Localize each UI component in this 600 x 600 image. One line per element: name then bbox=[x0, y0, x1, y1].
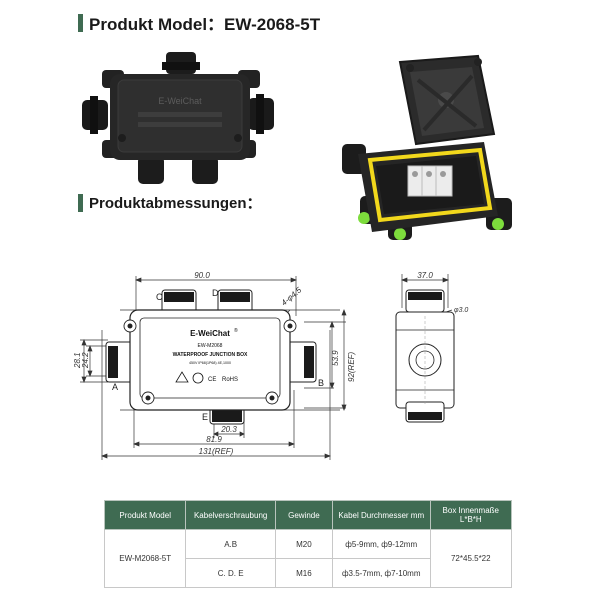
open-junction-box-photo bbox=[342, 54, 512, 240]
cert-circle-icon bbox=[192, 372, 204, 384]
cell-box: 72*45.5*22 bbox=[429, 529, 513, 588]
label-e: E bbox=[202, 412, 208, 422]
label-c: C bbox=[156, 292, 163, 302]
side-view-drawing: 37.0 φ3.0 bbox=[395, 271, 468, 423]
cell-thread: M16 bbox=[274, 558, 333, 588]
front-view-drawing: E-WeiChat ® EW-M2068 WATERPROOF JUNCTION… bbox=[73, 271, 356, 460]
cell-screw: C. D. E bbox=[185, 558, 276, 588]
dim-left-outer: 28.1 bbox=[73, 352, 82, 369]
table-row: C. D. E M16 ф3.5-7mm, ф7-10mm bbox=[105, 558, 512, 588]
ce-mark: CE bbox=[208, 377, 216, 383]
header-box: Box Innenmaße L*B*H bbox=[429, 500, 513, 530]
warning-triangle-icon bbox=[175, 371, 189, 383]
product-model-heading: Produkt Model：EW-2068-5T bbox=[78, 10, 320, 35]
drawing-subtitle-text: WATERPROOF JUNCTION BOX bbox=[173, 352, 248, 358]
dim-bottom-outer: 131(REF) bbox=[199, 447, 234, 456]
cell-thread: M20 bbox=[274, 529, 333, 559]
cell-diameter: ф5-9mm, ф9-12mm bbox=[331, 529, 431, 559]
dim-right-outer: 92(REF) bbox=[347, 351, 356, 382]
specification-table: Produkt Model Kabelverschraubung Gewinde… bbox=[103, 500, 513, 588]
drawing-ratings-text: 450V IP68(1P68) 4E,1000 bbox=[189, 361, 231, 365]
lid-brand-text: E-WeiChat bbox=[158, 96, 202, 106]
closed-junction-box-photo: E-WeiChat bbox=[82, 52, 274, 184]
dim-right-inner: 53.9 bbox=[331, 350, 340, 366]
label-d: D bbox=[212, 288, 219, 298]
cell-model: EW-M2068-5T bbox=[103, 529, 187, 588]
heading-accent-bar bbox=[78, 193, 83, 212]
header-model: Produkt Model bbox=[103, 500, 187, 530]
header-diameter: Kabel Durchmesser mm bbox=[331, 500, 431, 530]
label-a: A bbox=[112, 382, 118, 392]
dim-left-inner: 24.2 bbox=[81, 352, 90, 369]
dim-top: 90.0 bbox=[194, 271, 210, 280]
heading-accent-bar bbox=[78, 13, 83, 32]
dimensions-title: Produktabmessungen： bbox=[89, 195, 262, 212]
dim-hole: 4-φ4.5 bbox=[280, 285, 304, 307]
product-model-title: Produkt Model：EW-2068-5T bbox=[89, 15, 321, 34]
side-dim-top: 37.0 bbox=[417, 271, 433, 280]
cell-screw: A.B bbox=[185, 529, 276, 559]
side-dim-hole: φ3.0 bbox=[454, 307, 468, 314]
drawing-brand-mark: ® bbox=[234, 327, 238, 334]
label-b: B bbox=[318, 378, 324, 388]
header-screw: Kabelverschraubung bbox=[185, 500, 276, 530]
dim-bottom-mid: 81.9 bbox=[206, 435, 222, 444]
cell-diameter: ф3.5-7mm, ф7-10mm bbox=[331, 558, 431, 588]
dim-bottom-inner: 20.3 bbox=[220, 425, 237, 434]
dimensions-heading: Produktabmessungen： bbox=[78, 192, 262, 213]
header-thread: Gewinde bbox=[274, 500, 333, 530]
drawing-model-text: EW-M2068 bbox=[198, 343, 223, 349]
drawing-brand: E-WeiChat bbox=[190, 329, 230, 338]
rohs-mark: RoHS bbox=[222, 377, 238, 383]
table-row: EW-M2068-5T A.B M20 ф5-9mm, ф9-12mm 72*4… bbox=[103, 529, 513, 588]
